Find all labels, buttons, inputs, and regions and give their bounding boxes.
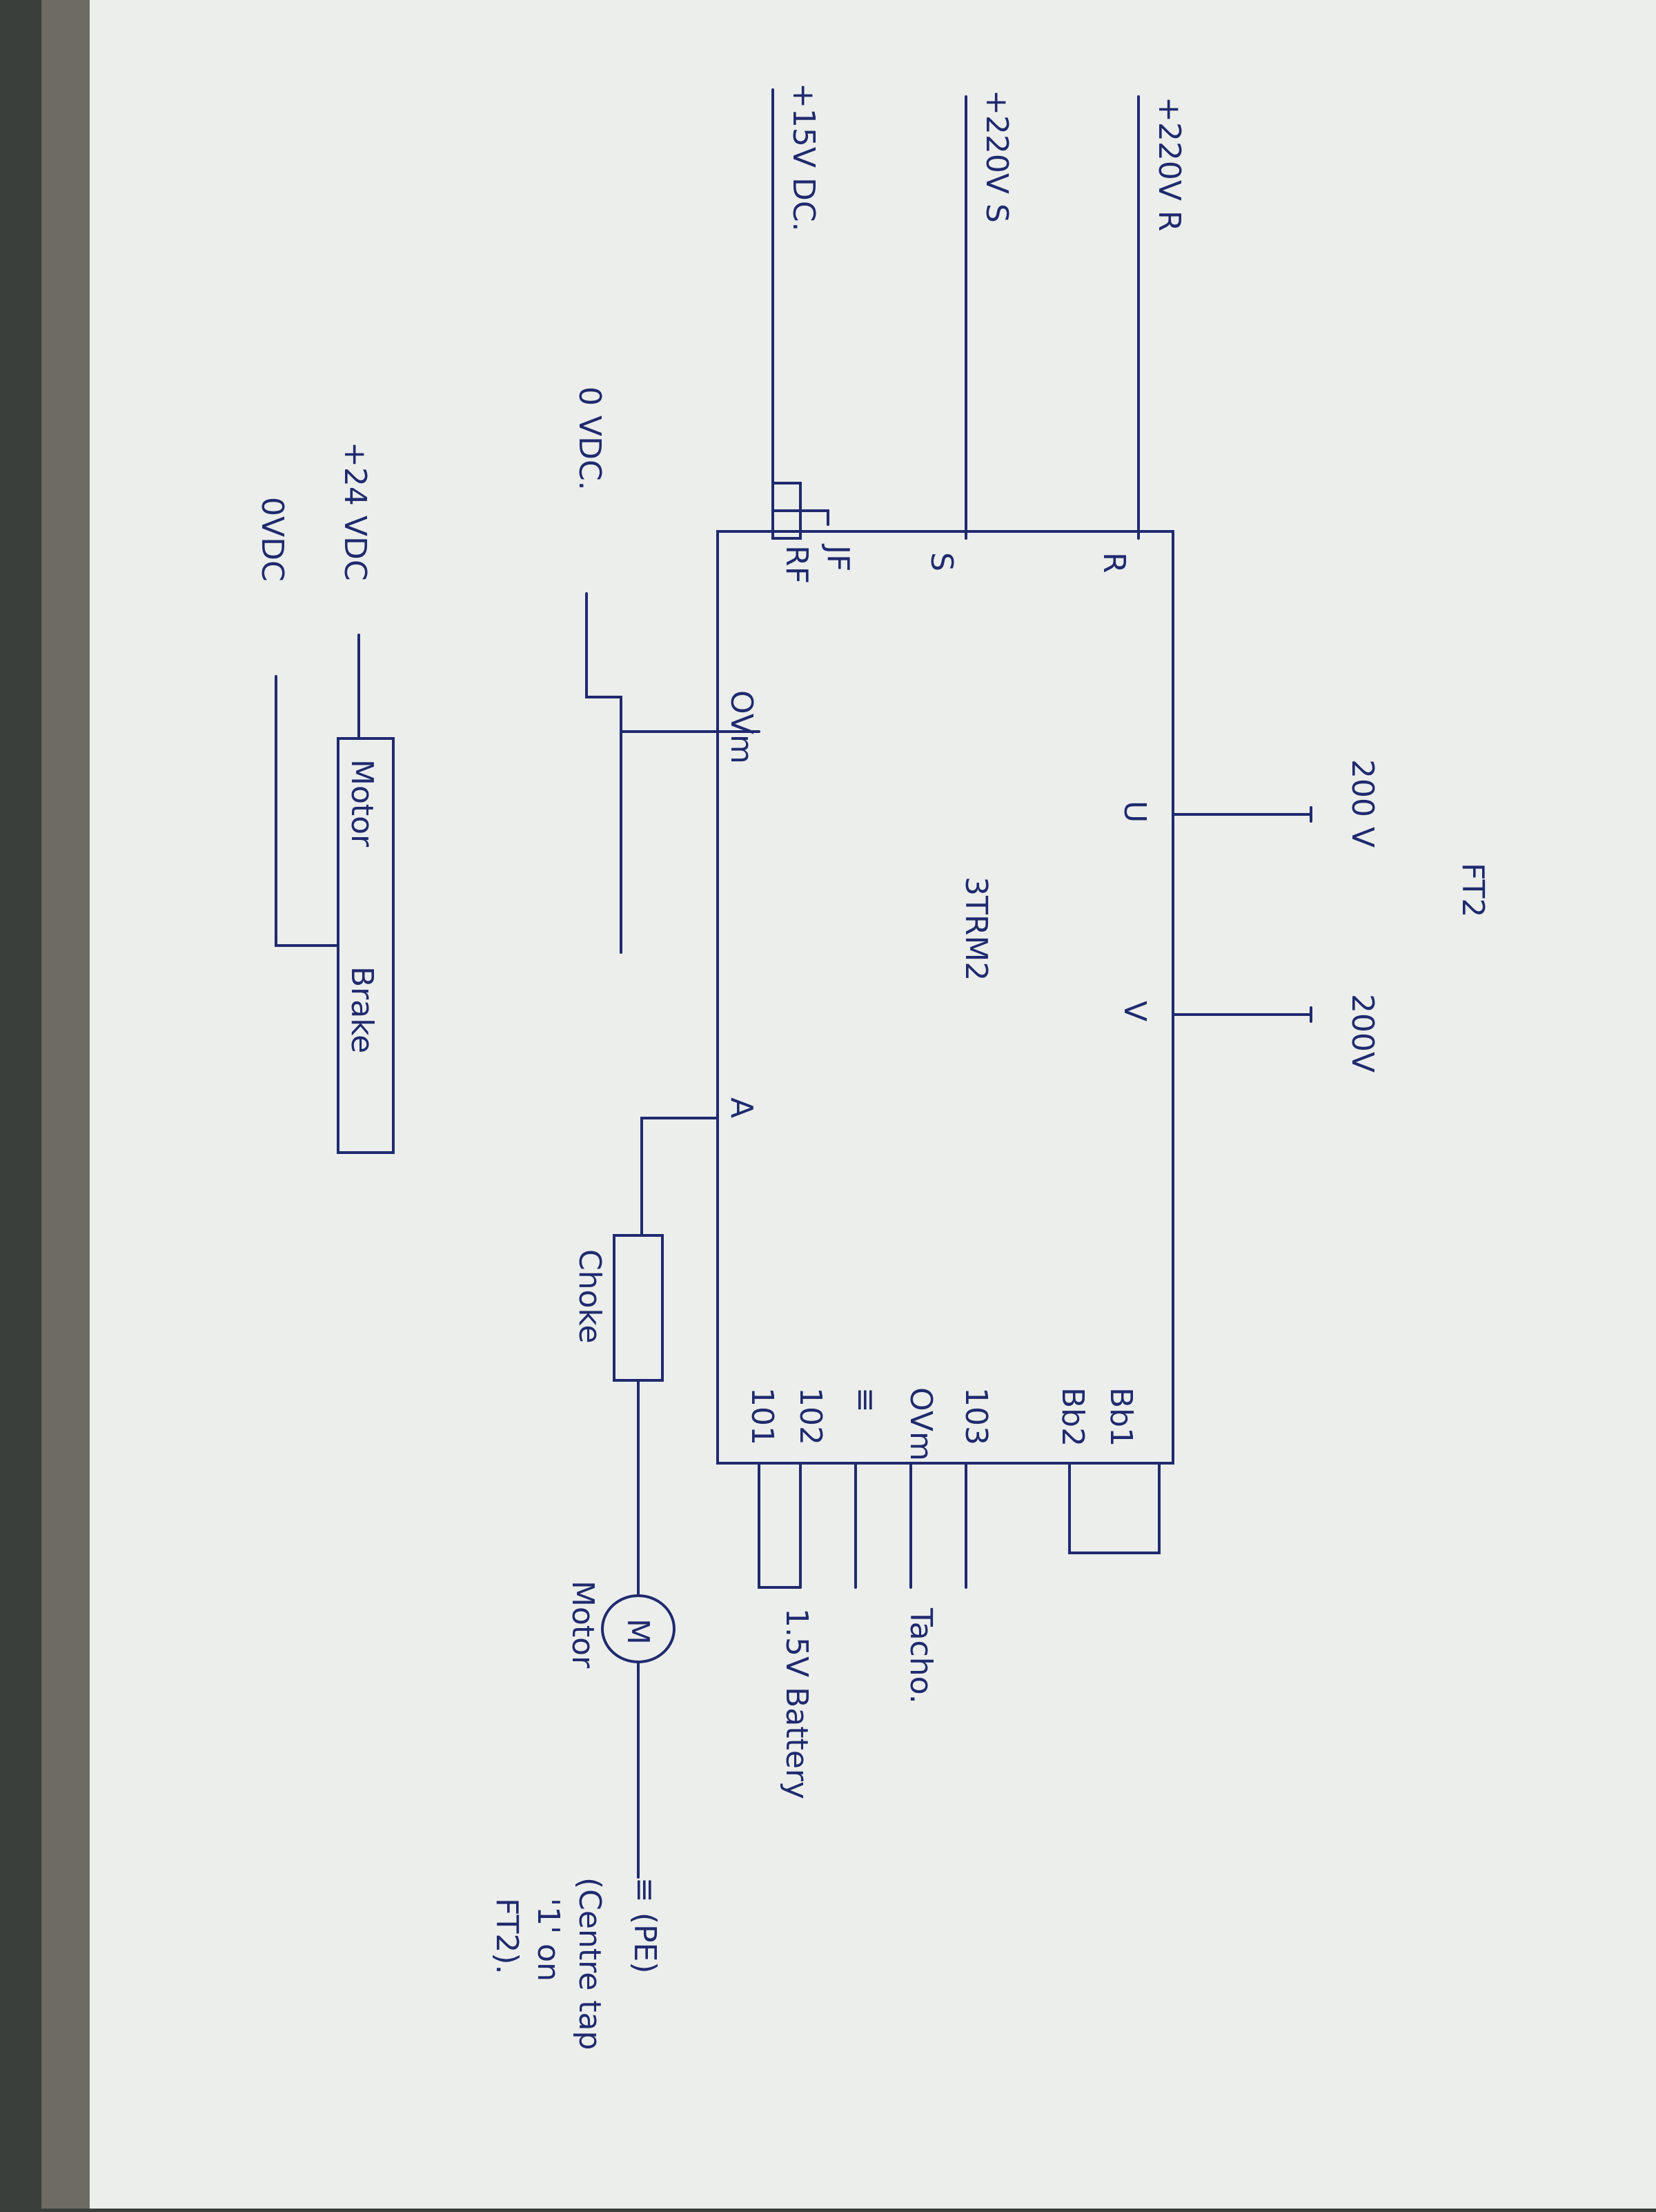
terminal-v: V xyxy=(1117,1001,1152,1021)
terminal-s: S xyxy=(924,552,959,571)
terminal-bb2: Bb2 xyxy=(1055,1387,1090,1447)
supply-200v-v: 200V xyxy=(1345,994,1380,1073)
terminal-bb1: Bb1 xyxy=(1103,1387,1138,1447)
motor-symbol: M xyxy=(620,1618,656,1645)
supply-r-label: +220V R xyxy=(1152,97,1187,232)
note-line-1: (Centre tap xyxy=(572,1877,607,2050)
tacho-label: Tacho. xyxy=(903,1607,938,1704)
jf-rf-bridge xyxy=(771,482,802,540)
battery-label: 1.5V Battery xyxy=(779,1608,814,1799)
wire-0vdc-brake xyxy=(275,675,339,947)
terminal-u: U xyxy=(1117,801,1152,823)
supply-0vdc-brake-label: 0VDC xyxy=(255,497,290,582)
motor-label: Motor xyxy=(565,1580,600,1669)
battery-wire xyxy=(758,1462,802,1589)
terminal-rf: RF xyxy=(779,545,814,584)
terminal-a: A xyxy=(724,1097,759,1118)
brake-motor-label: Motor xyxy=(344,759,379,848)
tacho-wires xyxy=(799,1462,967,1589)
terminal-ground: ≡ xyxy=(848,1387,883,1413)
tap-u xyxy=(1172,806,1312,823)
terminal-101: 101 xyxy=(745,1387,780,1445)
supply-24v-label: +24 VDC xyxy=(337,442,373,581)
bb-loop xyxy=(1068,1462,1161,1554)
drawing-rotated: FT2 3TRM2 U V R S JF RF OVm A Bb1 Bb2 10… xyxy=(255,83,1490,2050)
choke-label: Choke xyxy=(572,1249,607,1344)
tap-v xyxy=(1172,1006,1312,1023)
supply-200v-u: 200 V xyxy=(1345,759,1380,848)
title-ft2: FT2 xyxy=(1455,863,1490,917)
note-line-3: FT2). xyxy=(489,1898,524,1975)
supply-s-label: +220V S xyxy=(979,90,1014,223)
terminal-102: 102 xyxy=(793,1387,828,1445)
wire-0vdc xyxy=(585,592,622,954)
pe-label: ≡ (PE) xyxy=(627,1877,662,1974)
paper-sheet xyxy=(90,0,1656,2209)
terminal-jf: JF xyxy=(820,543,856,571)
wire-a xyxy=(640,1117,719,1237)
brake-label: Brake xyxy=(344,966,379,1053)
terminal-103: 103 xyxy=(958,1387,994,1445)
module-label: 3TRM2 xyxy=(958,877,994,981)
terminal-r: R xyxy=(1096,552,1132,574)
supply-15v-label: +15V DC. xyxy=(786,83,821,232)
supply-0vdc-label: 0 VDC. xyxy=(572,386,607,491)
terminal-ovm-top: OVm xyxy=(724,690,759,764)
terminal-ovm-side: OVm xyxy=(903,1387,938,1461)
module-box xyxy=(716,530,1174,1465)
note-line-2: '1' on xyxy=(531,1898,566,1981)
